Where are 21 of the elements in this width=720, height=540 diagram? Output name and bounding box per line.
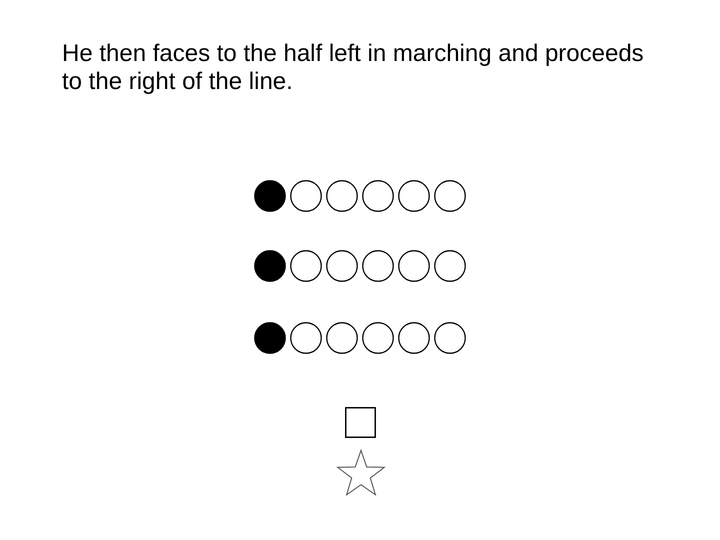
- circle-icon: [326, 322, 358, 354]
- circle-icon: [290, 322, 322, 354]
- circle-icon: [326, 180, 358, 212]
- square-icon: [345, 407, 376, 438]
- circle-icon: [290, 180, 322, 212]
- circle-icon: [290, 250, 322, 282]
- circle-icon: [326, 250, 358, 282]
- circle-icon: [362, 250, 394, 282]
- filled-circle-icon: [254, 250, 286, 282]
- circle-icon: [434, 322, 466, 354]
- circle-icon: [398, 322, 430, 354]
- filled-circle-icon: [254, 322, 286, 354]
- circle-icon: [398, 180, 430, 212]
- filled-circle-icon: [254, 180, 286, 212]
- circle-icon: [362, 322, 394, 354]
- circle-icon: [398, 250, 430, 282]
- circle-icon: [434, 180, 466, 212]
- circle-icon: [434, 250, 466, 282]
- star-icon: [336, 450, 386, 497]
- heading-text: He then faces to the half left in marching and proceeds to the right of the line.: [62, 40, 645, 96]
- circle-icon: [362, 180, 394, 212]
